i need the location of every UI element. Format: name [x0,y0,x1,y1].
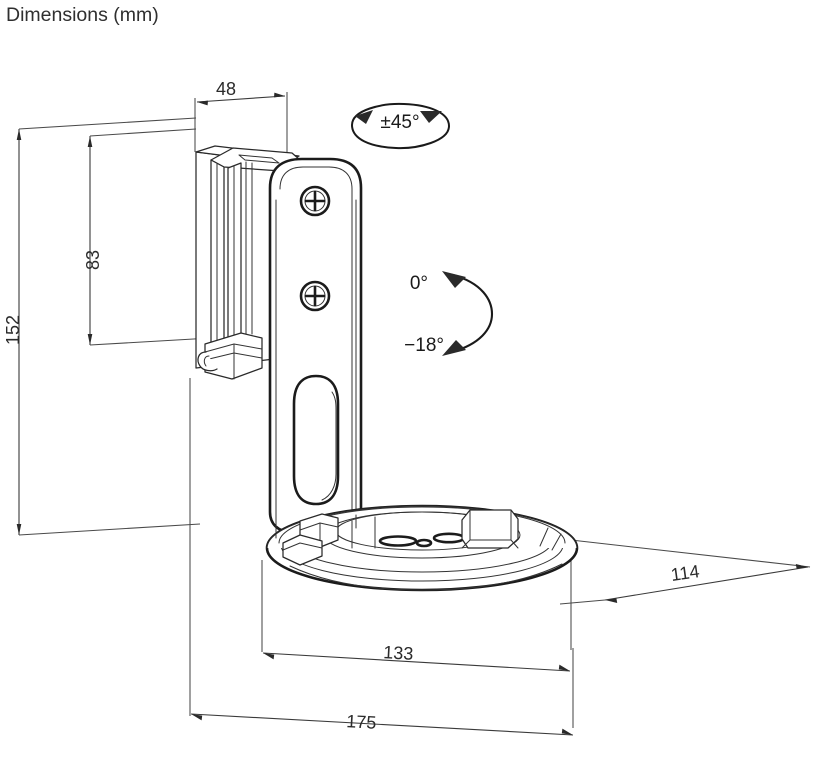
hinge-block [197,332,263,380]
dimension-152-label: 152 [3,315,23,345]
angle-swivel-45-annotation: ±45° [350,102,451,150]
screw-lower [299,280,331,312]
angle-tilt-annotation: 0° −18° [404,271,494,356]
dimension-114-geometry [559,539,811,605]
dimension-152-geometry [16,117,201,536]
page-title: Dimensions (mm) [6,4,159,26]
product-illustration [195,145,579,592]
dimension-133-label: 133 [383,642,414,664]
dimension-48-geometry [194,92,288,160]
angle-tilt-minus-18-label: −18° [404,335,444,356]
speaker-cradle [265,504,579,592]
angle-tilt-0-label: 0° [410,273,428,294]
arm-to-cradle-joint [275,514,357,539]
bracket-arm [268,157,363,534]
dimension-133-geometry [262,652,571,672]
dimension-network [16,92,811,736]
dimension-83-label: 83 [83,250,103,270]
cable-slot-cutout [292,374,340,506]
angle-swivel-45-label: ±45° [380,112,419,133]
dimension-labels: 48 83 152 114 133 175 [3,79,701,733]
dimension-48-label: 48 [216,79,236,99]
dimension-114-label: 114 [670,561,701,585]
dimension-175-geometry [190,713,574,736]
dimension-175-label: 175 [346,711,377,733]
screw-upper [299,185,331,217]
cradle-ribs [351,509,562,551]
cradle-retention-tab [282,513,339,566]
